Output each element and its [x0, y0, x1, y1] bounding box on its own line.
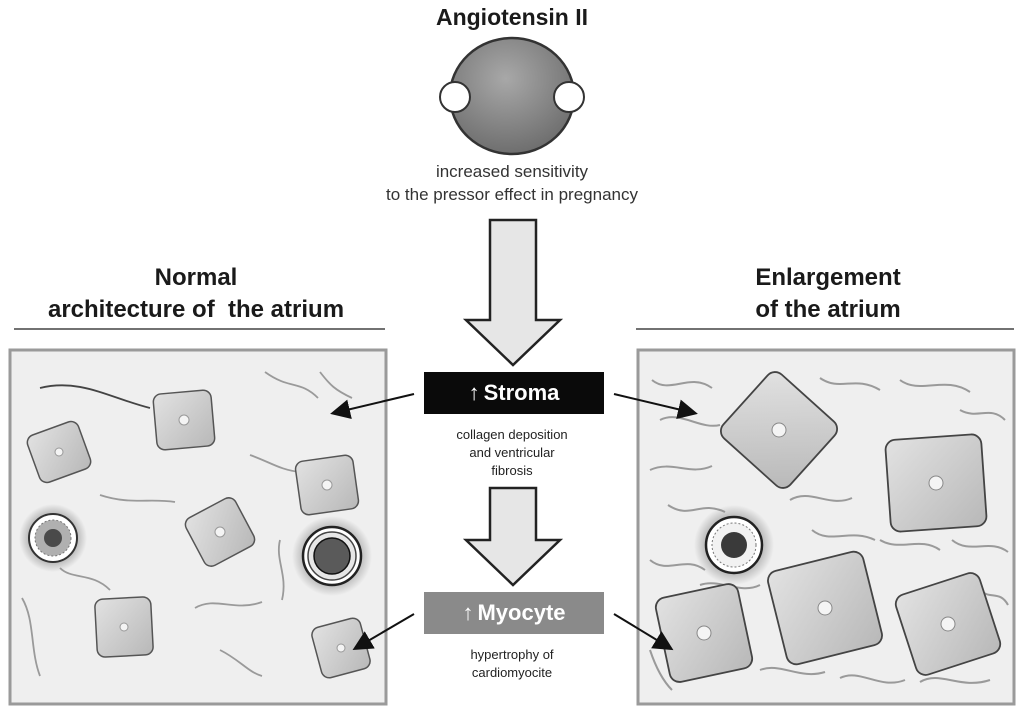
hypertrophic-myocyte-cell [720, 371, 838, 489]
collagen-fibers [21, 371, 353, 677]
heading-line: of the atrium [755, 296, 901, 323]
note-line: to the pressor effect in pregnancy [385, 185, 638, 204]
stroma-label: Stroma [483, 380, 560, 405]
heading-line: Enlargement [755, 264, 901, 291]
title: Angiotensin II [435, 4, 589, 30]
collagen-fibers-dense [649, 377, 1009, 691]
down-arrow-icon [462, 218, 564, 367]
myocyte-cell [94, 596, 154, 658]
hypertrophic-myocyte-cell [894, 572, 1002, 676]
myocyte-cell [26, 420, 92, 484]
hypertrophic-myocyte-cell [767, 550, 883, 666]
left-heading: Normal architecture of the atrium [0, 262, 392, 326]
normal-atrium-panel [8, 348, 388, 706]
caption-line: collagen deposition [456, 427, 568, 442]
myocyte-to-enlarged-arrow [613, 613, 674, 651]
note-line: increased sensitivity [435, 162, 589, 181]
caption-line: fibrosis [491, 463, 533, 478]
caption-line: hypertrophy of [470, 647, 554, 662]
hypertrophic-myocyte-cell [654, 583, 754, 683]
myocyte-caption: hypertrophy of cardiomyocite [412, 646, 612, 682]
caption-line: and ventricular [469, 445, 555, 460]
stroma-to-enlarged-arrow [613, 393, 698, 420]
up-arrow-icon: ↑ [462, 600, 474, 625]
right-heading: Enlargement of the atrium [632, 262, 1024, 326]
myocyte-cell [152, 389, 216, 451]
heading-line: architecture of the atrium [47, 296, 345, 323]
down-arrow-icon-2 [462, 486, 564, 587]
caption-line: cardiomyocite [471, 665, 553, 680]
blood-vessel-icon [19, 504, 87, 572]
blood-vessel-icon [694, 505, 774, 585]
heading-line: Normal [154, 264, 238, 291]
up-arrow-icon: ↑ [468, 380, 480, 405]
myocyte-label: Myocyte [477, 600, 566, 625]
myocyte-box: ↑ Myocyte [424, 592, 604, 634]
stroma-caption: collagen deposition and ventricular fibr… [412, 426, 612, 480]
pressor-note: increased sensitivity to the pressor eff… [330, 160, 694, 206]
myocyte-to-normal-arrow [352, 613, 415, 651]
angiotensin-receptor-icon [439, 36, 585, 156]
stroma-to-normal-arrow [330, 393, 415, 420]
blood-vessel-icon [292, 516, 372, 596]
stroma-box: ↑ Stroma [424, 372, 604, 414]
myocyte-cell [294, 454, 360, 516]
hypertrophic-myocyte-cell [884, 433, 988, 533]
enlarged-atrium-panel [636, 348, 1016, 706]
myocyte-cell [184, 497, 256, 567]
